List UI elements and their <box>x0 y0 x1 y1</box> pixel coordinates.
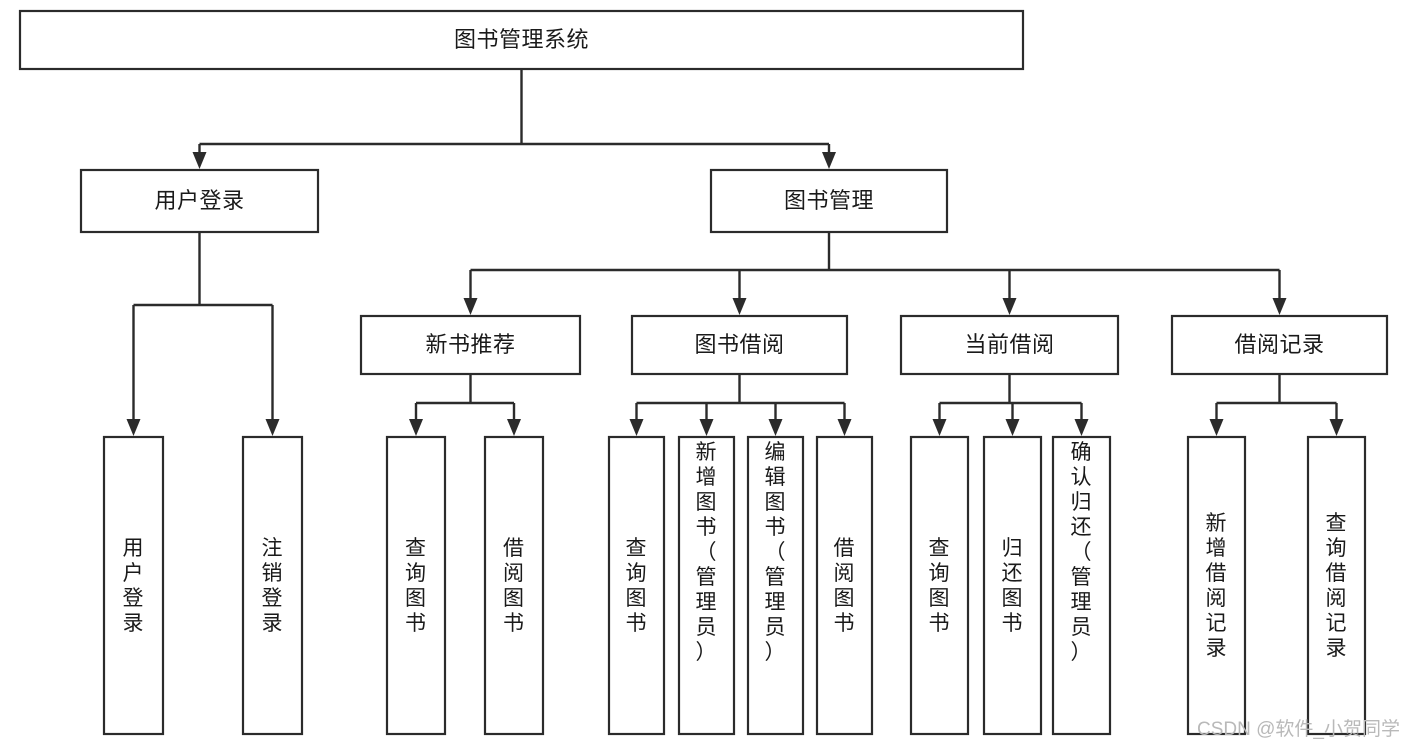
node-box-root <box>18 9 1025 71</box>
nodes-layer: 图书管理系统用户登录图书管理新书推荐图书借阅当前借阅借阅记录用户登录注销登录查询… <box>18 9 1389 736</box>
arrow-head-icon <box>1005 419 1020 436</box>
node-leaf-borrow-lend[interactable]: 借阅图书 <box>815 435 874 736</box>
node-box-leaf-borrow-edit <box>746 435 805 736</box>
node-label-leaf-rec-query: 查询图书 <box>405 537 427 635</box>
edge-group-current-borrow <box>932 374 1089 436</box>
arrow-head-icon <box>768 419 783 436</box>
node-box-leaf-borrow-query <box>607 435 666 736</box>
node-label-root: 图书管理系统 <box>454 27 589 52</box>
node-leaf-user-login[interactable]: 用户登录 <box>102 435 165 736</box>
node-label-book-manage: 图书管理 <box>784 188 874 213</box>
node-box-current-borrow <box>899 314 1120 376</box>
node-leaf-rec-add[interactable]: 新增借阅记录 <box>1186 435 1247 736</box>
arrow-head-icon <box>126 419 141 436</box>
node-box-leaf-cur-query <box>909 435 970 736</box>
node-box-leaf-rec-add <box>1186 435 1247 736</box>
edge-group-user-login <box>126 232 280 436</box>
node-leaf-rec-query[interactable]: 查询图书 <box>385 435 447 736</box>
node-root[interactable]: 图书管理系统 <box>18 9 1025 71</box>
node-box-user-login <box>79 168 320 234</box>
node-label-leaf-cur-confirm: 确认归还（管理员） <box>1071 441 1093 664</box>
node-book-borrow[interactable]: 图书借阅 <box>630 314 849 376</box>
node-leaf-borrow-query[interactable]: 查询图书 <box>607 435 666 736</box>
node-label-leaf-rec-borrow: 借阅图书 <box>503 537 525 635</box>
arrow-head-icon <box>837 419 852 436</box>
arrow-head-icon <box>932 419 947 436</box>
node-label-user-login: 用户登录 <box>154 188 244 213</box>
arrow-head-icon <box>629 419 644 436</box>
node-borrow-record[interactable]: 借阅记录 <box>1170 314 1389 376</box>
node-new-book-rec[interactable]: 新书推荐 <box>359 314 582 376</box>
node-label-leaf-logout: 注销登录 <box>262 537 284 635</box>
csdn-watermark: CSDN @软件_小贺同学 <box>1197 718 1400 740</box>
node-box-leaf-rec-borrow <box>483 435 545 736</box>
node-label-leaf-rec-search: 查询借阅记录 <box>1326 512 1348 660</box>
edge-group-book-borrow <box>629 374 852 436</box>
arrow-head-icon <box>409 419 423 436</box>
node-leaf-borrow-edit[interactable]: 编辑图书（管理员） <box>746 435 805 736</box>
node-label-new-book-rec: 新书推荐 <box>425 332 515 357</box>
arrow-head-icon <box>463 298 478 315</box>
node-leaf-rec-search[interactable]: 查询借阅记录 <box>1306 435 1367 736</box>
node-leaf-borrow-add[interactable]: 新增图书（管理员） <box>677 435 736 736</box>
arrow-head-icon <box>732 298 747 315</box>
arrow-head-icon <box>822 152 836 169</box>
arrow-head-icon <box>265 419 280 436</box>
node-box-book-manage <box>709 168 949 234</box>
node-label-leaf-borrow-query: 查询图书 <box>626 537 648 635</box>
node-box-leaf-borrow-add <box>677 435 736 736</box>
arrow-head-icon <box>192 152 207 169</box>
arrow-head-icon <box>699 419 714 436</box>
node-leaf-logout[interactable]: 注销登录 <box>241 435 304 736</box>
arrow-head-icon <box>1002 298 1017 315</box>
edge-group-borrow-record <box>1209 374 1344 436</box>
node-box-borrow-record <box>1170 314 1389 376</box>
node-label-leaf-borrow-edit: 编辑图书（管理员） <box>765 441 787 664</box>
node-label-book-borrow: 图书借阅 <box>694 332 784 357</box>
node-leaf-cur-return[interactable]: 归还图书 <box>982 435 1043 736</box>
node-label-leaf-cur-return: 归还图书 <box>1002 537 1024 635</box>
node-box-leaf-logout <box>241 435 304 736</box>
node-box-leaf-borrow-lend <box>815 435 874 736</box>
node-leaf-cur-confirm[interactable]: 确认归还（管理员） <box>1051 435 1112 736</box>
node-box-leaf-cur-confirm <box>1051 435 1112 736</box>
node-box-leaf-user-login <box>102 435 165 736</box>
arrow-head-icon <box>507 419 521 436</box>
edge-group-root <box>192 69 836 169</box>
edge-group-new-book-rec <box>409 374 521 436</box>
arrow-head-icon <box>1272 298 1287 315</box>
node-box-new-book-rec <box>359 314 582 376</box>
node-box-leaf-rec-query <box>385 435 447 736</box>
node-box-leaf-cur-return <box>982 435 1043 736</box>
node-label-borrow-record: 借阅记录 <box>1234 332 1324 357</box>
edge-group-book-manage <box>463 232 1287 315</box>
node-label-current-borrow: 当前借阅 <box>964 332 1054 357</box>
node-label-leaf-borrow-add: 新增图书（管理员） <box>696 441 718 664</box>
node-box-book-borrow <box>630 314 849 376</box>
arrow-head-icon <box>1329 419 1344 436</box>
node-user-login[interactable]: 用户登录 <box>79 168 320 234</box>
arrow-head-icon <box>1074 419 1089 436</box>
node-label-leaf-borrow-lend: 借阅图书 <box>834 537 856 635</box>
node-current-borrow[interactable]: 当前借阅 <box>899 314 1120 376</box>
node-box-leaf-rec-search <box>1306 435 1367 736</box>
node-label-leaf-user-login: 用户登录 <box>123 537 145 635</box>
node-leaf-cur-query[interactable]: 查询图书 <box>909 435 970 736</box>
node-leaf-rec-borrow[interactable]: 借阅图书 <box>483 435 545 736</box>
arrow-head-icon <box>1209 419 1224 436</box>
node-label-leaf-cur-query: 查询图书 <box>929 537 951 635</box>
connectors-layer <box>126 69 1344 436</box>
node-label-leaf-rec-add: 新增借阅记录 <box>1206 512 1228 660</box>
node-book-manage[interactable]: 图书管理 <box>709 168 949 234</box>
